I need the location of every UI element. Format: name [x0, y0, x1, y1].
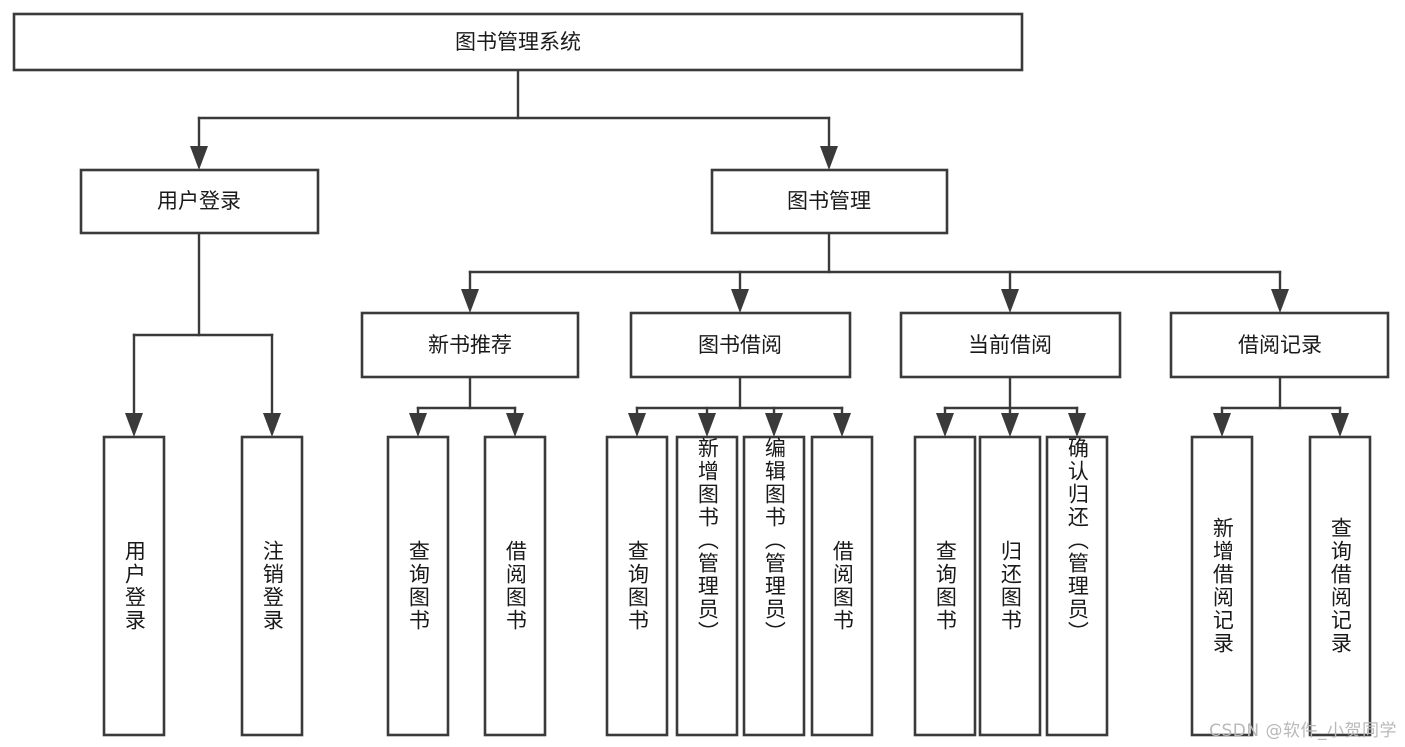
arrow-head-book-borrow [731, 289, 749, 313]
node-box-leaf-edit-book[interactable] [742, 435, 806, 737]
arrow-head-current-borrow [1001, 289, 1019, 313]
node-borrow-record[interactable]: 借阅记录 [1169, 311, 1390, 379]
arrow-head-leaf-query-record [1331, 413, 1349, 437]
edge-group-book-borrow [628, 375, 851, 437]
node-box-leaf-query-book-1[interactable] [386, 435, 450, 737]
csdn-watermark: CSDN @软件_小贺同学 [1209, 721, 1397, 741]
node-box-root[interactable] [12, 12, 1024, 72]
edge-group-book-management [461, 231, 1289, 313]
node-label-new-book-recommend: 新书推荐 [428, 333, 512, 357]
arrow-head-leaf-edit-book [765, 413, 783, 437]
node-box-leaf-borrow-book-2[interactable] [810, 435, 874, 737]
arrow-head-user-login [190, 146, 208, 170]
node-box-leaf-add-book[interactable] [675, 435, 739, 737]
edge-group-borrow-record [1213, 375, 1349, 437]
arrow-head-leaf-logout-login [263, 413, 281, 437]
node-box-leaf-borrow-book-1[interactable] [483, 435, 547, 737]
arrow-head-leaf-add-record [1213, 413, 1231, 437]
arrow-head-new-book-recommend [461, 289, 479, 313]
node-box-leaf-query-record[interactable] [1308, 435, 1372, 737]
arrow-head-leaf-query-book-3 [936, 413, 954, 437]
node-user-login[interactable]: 用户登录 [79, 168, 320, 235]
node-new-book-recommend[interactable]: 新书推荐 [360, 311, 580, 379]
node-box-leaf-confirm-return[interactable] [1045, 435, 1109, 737]
node-root[interactable]: 图书管理系统 [12, 12, 1024, 72]
node-box-book-borrow[interactable] [629, 311, 852, 379]
arrow-head-leaf-user-login [125, 413, 143, 437]
arrow-head-leaf-borrow-book-2 [833, 413, 851, 437]
arrow-head-leaf-add-book [698, 413, 716, 437]
edge-group-root [190, 68, 838, 170]
node-book-management[interactable]: 图书管理 [710, 168, 949, 235]
arrow-head-leaf-query-book-2 [628, 413, 646, 437]
node-label-root: 图书管理系统 [455, 30, 581, 54]
node-box-leaf-add-record[interactable] [1190, 435, 1254, 737]
arrow-head-leaf-confirm-return [1068, 413, 1086, 437]
edge-group-new-book-recommend [409, 375, 524, 437]
node-box-borrow-record[interactable] [1169, 311, 1390, 379]
node-box-user-login[interactable] [79, 168, 320, 235]
node-label-borrow-record: 借阅记录 [1238, 333, 1322, 357]
node-box-leaf-query-book-2[interactable] [605, 435, 669, 737]
arrow-head-borrow-record [1271, 289, 1289, 313]
node-label-user-login: 用户登录 [157, 189, 241, 213]
arrow-head-leaf-query-book-1 [409, 413, 427, 437]
node-current-borrow[interactable]: 当前借阅 [899, 311, 1122, 379]
arrow-head-leaf-borrow-book-1 [506, 413, 524, 437]
node-book-borrow[interactable]: 图书借阅 [629, 311, 852, 379]
node-box-leaf-user-login[interactable] [102, 435, 166, 737]
node-label-book-management: 图书管理 [787, 189, 871, 213]
node-box-leaf-query-book-3[interactable] [913, 435, 977, 737]
node-box-current-borrow[interactable] [899, 311, 1122, 379]
node-label-book-borrow: 图书借阅 [698, 333, 782, 357]
edge-group-user-login [125, 231, 281, 437]
node-box-leaf-return-book[interactable] [978, 435, 1042, 737]
node-box-new-book-recommend[interactable] [360, 311, 580, 379]
node-box-leaf-logout-login[interactable] [240, 435, 304, 737]
arrow-head-book-management [820, 146, 838, 170]
node-box-book-management[interactable] [710, 168, 949, 235]
node-label-current-borrow: 当前借阅 [968, 333, 1052, 357]
edge-group-current-borrow [936, 375, 1086, 437]
leaf-box-group [102, 435, 1372, 737]
arrow-head-leaf-return-book [1001, 413, 1019, 437]
